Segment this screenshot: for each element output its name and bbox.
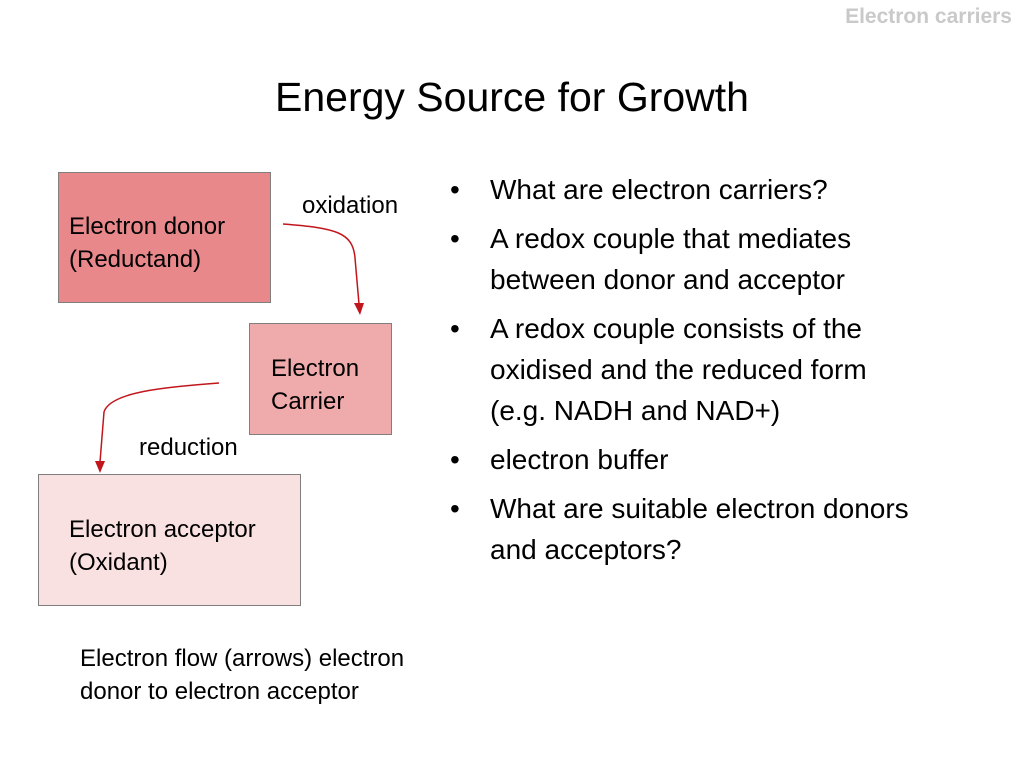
bullet-text: What are suitable electron donors and ac… (490, 493, 909, 565)
bullet-text: electron buffer (490, 444, 669, 475)
oxidation-arrowhead (354, 303, 364, 315)
bullet-text: A redox couple that mediates between don… (490, 223, 852, 295)
bullet-dot: • (450, 444, 460, 475)
reduction-label: reduction (139, 434, 238, 461)
bullet-text: What are electron carriers? (490, 174, 828, 205)
slide-title: Energy Source for Growth (275, 74, 749, 120)
carrier-label-line2: Carrier (271, 388, 345, 415)
reduction-arrowhead (95, 461, 105, 473)
bullet-dot: • (450, 493, 460, 524)
bullet-item: • What are suitable electron donors and … (450, 488, 910, 570)
electron-acceptor-box: Electron acceptor (Oxidant) (38, 474, 301, 606)
acceptor-label-line2: (Oxidant) (69, 549, 168, 576)
bullet-list: • What are electron carriers? • A redox … (450, 169, 910, 578)
bullet-dot: • (450, 174, 460, 205)
electron-donor-box: Electron donor (Reductand) (58, 172, 271, 303)
acceptor-label-line1: Electron acceptor (69, 516, 256, 543)
bullet-dot: • (450, 223, 460, 254)
oxidation-arrow (282, 223, 360, 305)
header-label: Electron carriers (845, 5, 1012, 28)
bullet-dot: • (450, 313, 460, 344)
bullet-item: • A redox couple that mediates between d… (450, 218, 910, 300)
donor-label-line1: Electron donor (69, 213, 226, 240)
bullet-item: • electron buffer (450, 439, 910, 480)
caption-line2: donor to electron acceptor (80, 678, 359, 705)
reduction-arrow (99, 382, 220, 463)
diagram-caption: Electron flow (arrows) electron donor to… (80, 642, 480, 708)
bullet-item: • What are electron carriers? (450, 169, 910, 210)
donor-label-line2: (Reductand) (69, 246, 202, 273)
bullet-text: A redox couple consists of the oxidised … (490, 313, 867, 426)
caption-line1: Electron flow (arrows) electron (80, 645, 405, 672)
electron-carrier-box: Electron Carrier (249, 323, 392, 435)
carrier-label-line1: Electron (271, 355, 360, 382)
bullet-item: • A redox couple consists of the oxidise… (450, 308, 910, 431)
oxidation-label: oxidation (302, 192, 399, 219)
